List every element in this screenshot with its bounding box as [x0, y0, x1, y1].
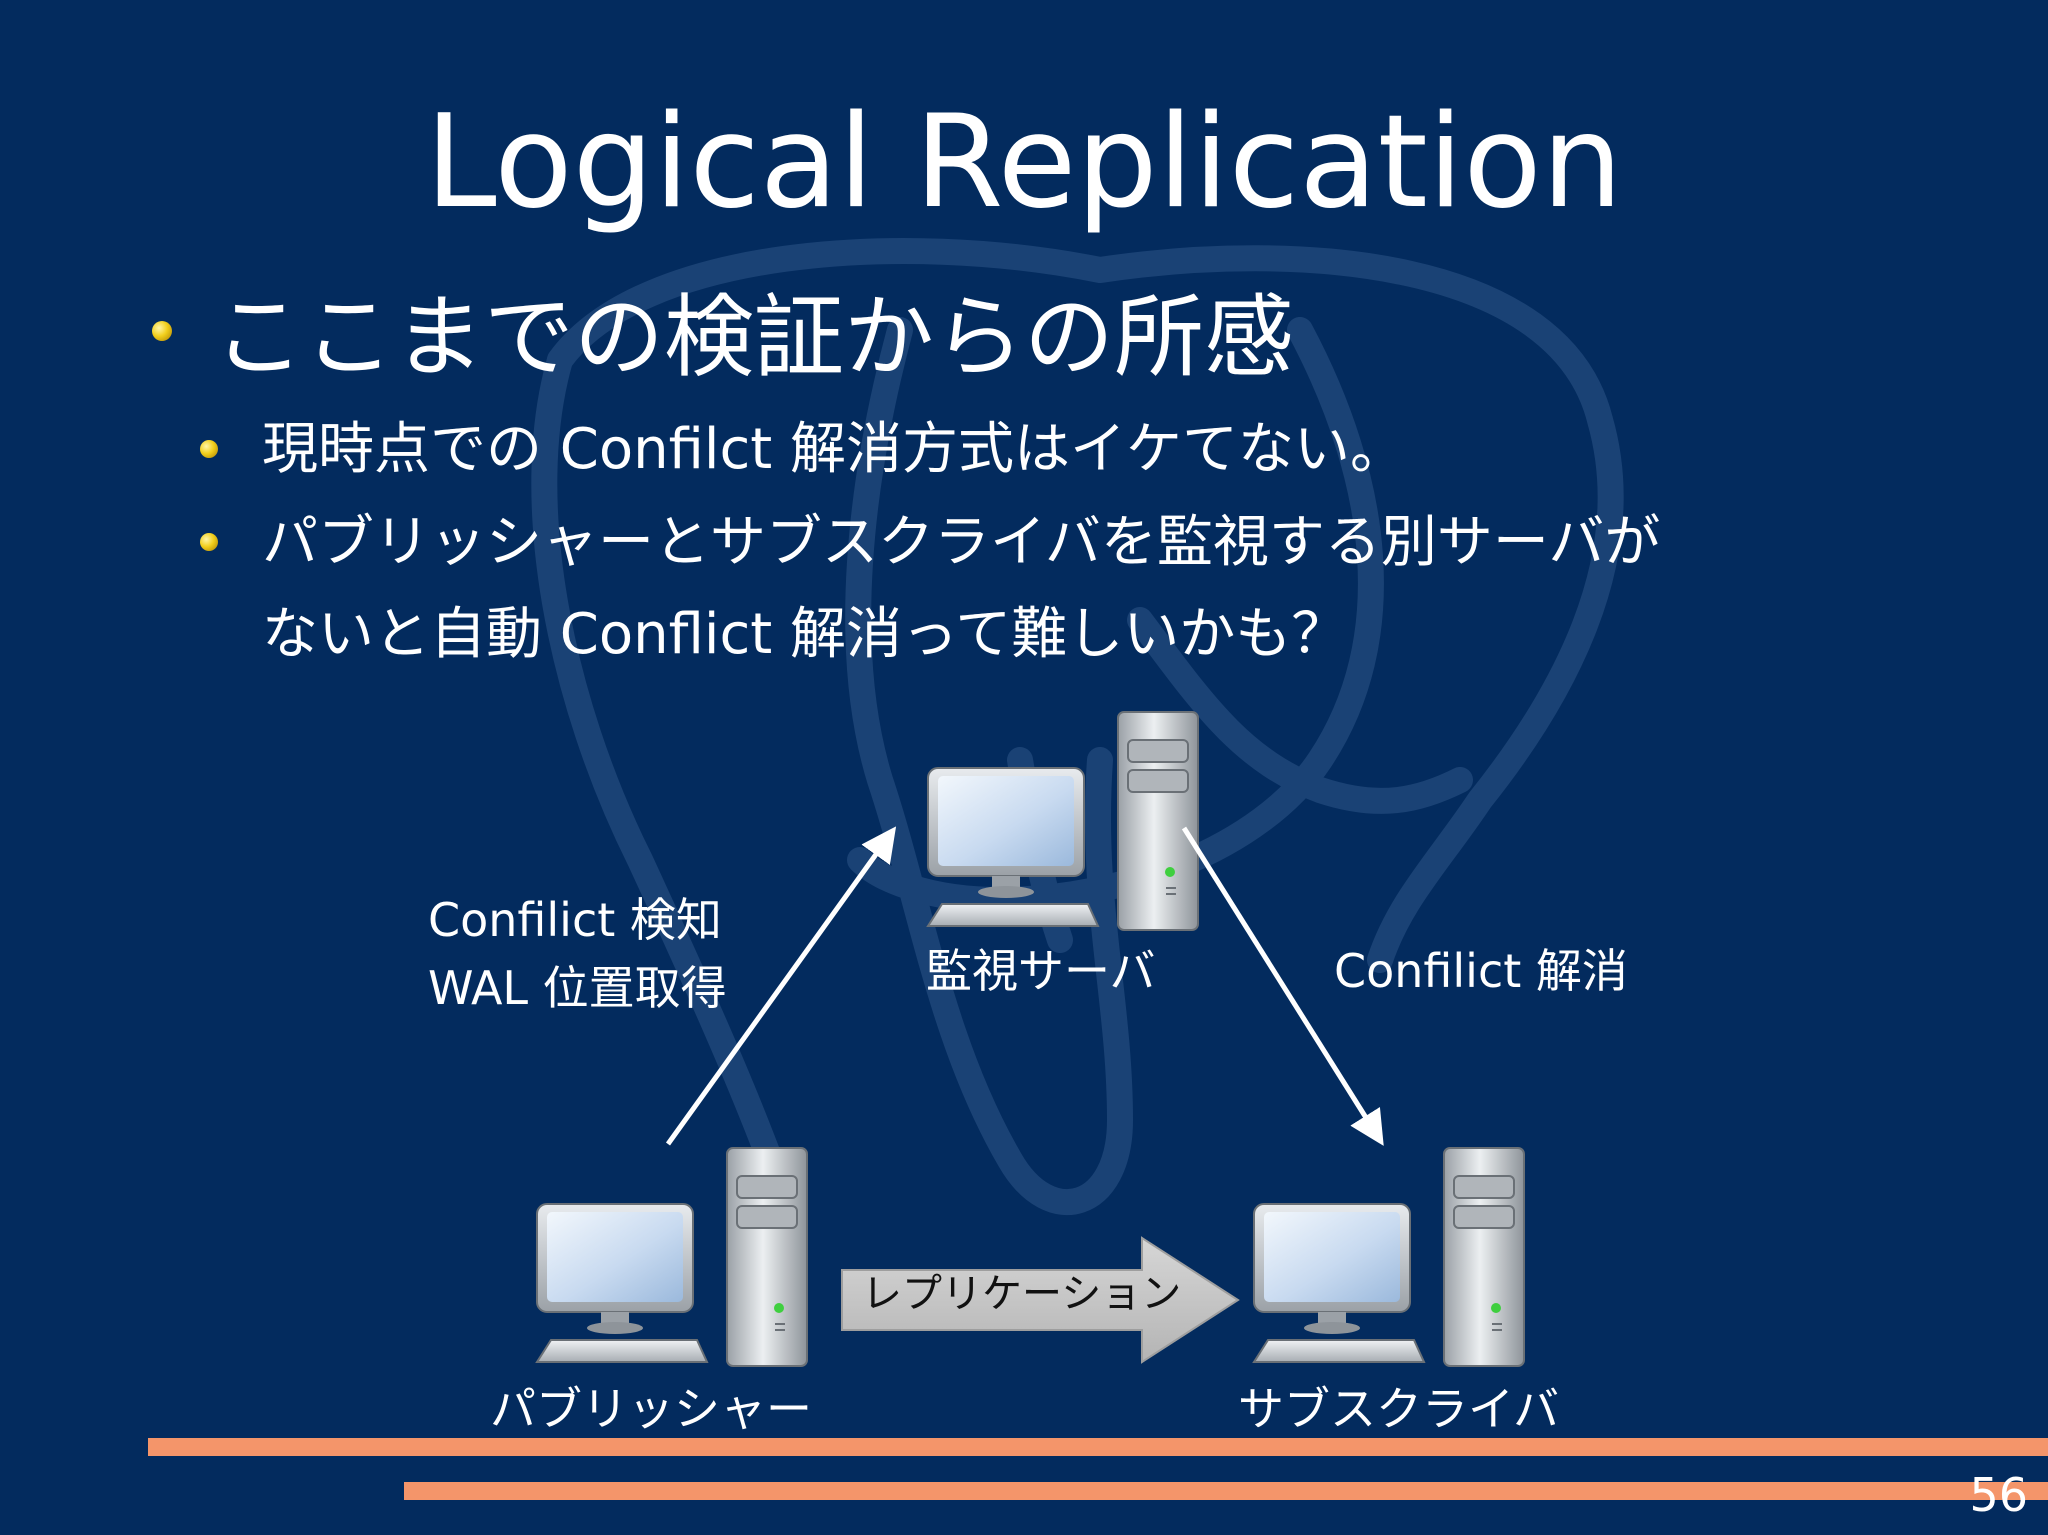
slide-title: Logical Replication — [425, 88, 1623, 237]
detect-label-line1: Confilict 検知 — [428, 893, 722, 947]
page-number: 56 — [1969, 1468, 2028, 1522]
resolve-arrow — [1181, 826, 1384, 1146]
bullet-dot-icon — [200, 532, 218, 551]
publisher-server-icon — [536, 1147, 808, 1367]
bullet-level2: パブリッシャーとサブスクライバを監視する別サーバが — [200, 505, 1660, 581]
monitor-server-icon — [927, 711, 1199, 931]
detect-arrow — [665, 826, 897, 1146]
bullet-dot-icon — [200, 439, 218, 458]
replication-label: レプリケーション — [862, 1271, 1182, 1317]
subscriber-label: サブスクライバ — [1238, 1382, 1560, 1436]
bullet-level2: 現時点での Confilct 解消方式はイケてない。 — [200, 412, 1406, 488]
accent-bar-top — [148, 1438, 2048, 1456]
detect-label-line2: WAL 位置取得 — [428, 961, 727, 1015]
accent-bar-bottom — [404, 1482, 2048, 1500]
subscriber-server-icon — [1253, 1147, 1525, 1367]
monitor-server-label: 監視サーバ — [926, 944, 1156, 998]
bullet-continuation: ないと自動 Conflict 解消って難しいかも？ — [262, 602, 1348, 667]
replication-arrow — [841, 1236, 1240, 1364]
resolve-label: Confilict 解消 — [1334, 944, 1628, 998]
bullet-text: 現時点での Confilct 解消方式はイケてない。 — [262, 417, 1407, 482]
bullet-text: ここまでの検証からの所感 — [214, 285, 1294, 390]
publisher-label: パブリッシャー — [490, 1382, 812, 1436]
bullet-text: パブリッシャーとサブスクライバを監視する別サーバが — [262, 510, 1661, 575]
bullet-level1: ここまでの検証からの所感 — [152, 283, 1294, 393]
bullet-dot-icon — [152, 321, 172, 342]
